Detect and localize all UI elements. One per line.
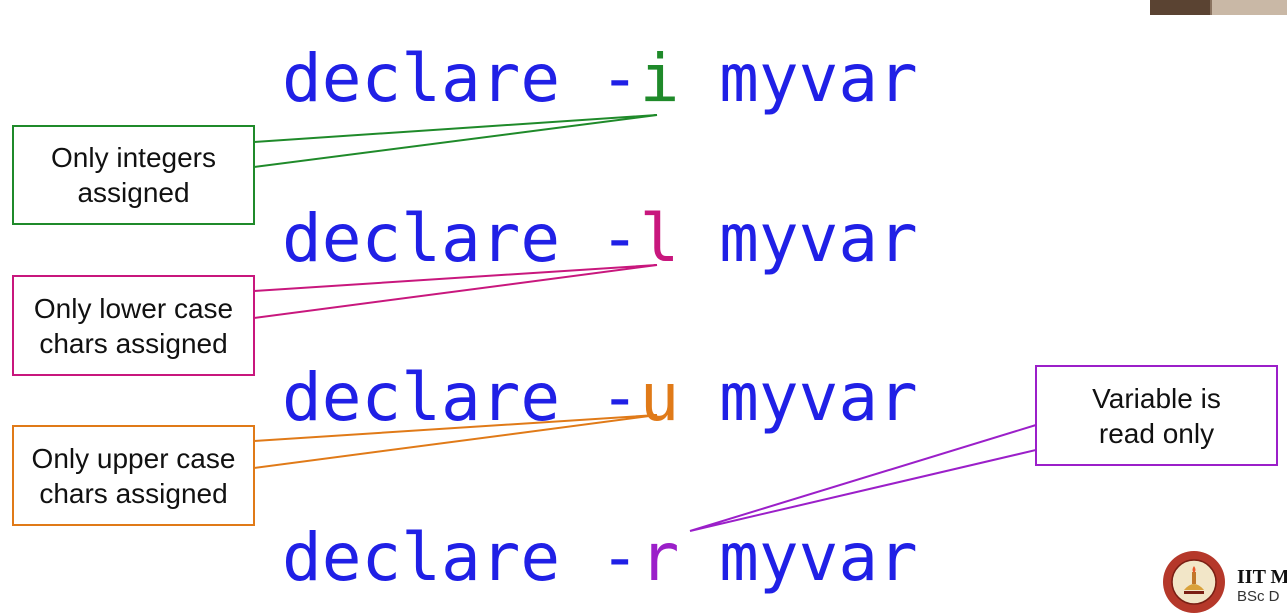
code-suffix: myvar bbox=[679, 200, 918, 277]
code-prefix: declare - bbox=[282, 519, 640, 596]
flag-i: i bbox=[639, 40, 680, 117]
webcam-pane bbox=[1212, 0, 1287, 15]
callout-text: assigned bbox=[77, 177, 190, 208]
connector-readonly bbox=[689, 423, 1037, 532]
callout-text: Variable is bbox=[1092, 382, 1221, 414]
code-suffix: myvar bbox=[679, 519, 918, 596]
callout-text: Only lower case bbox=[33, 292, 234, 324]
callout-text: chars assigned bbox=[39, 327, 228, 359]
code-line-declare-u: declare -u myvar bbox=[282, 365, 918, 431]
institute-seal-logo bbox=[1163, 551, 1225, 613]
code-line-declare-l: declare -l myvar bbox=[282, 206, 918, 272]
connector-integers bbox=[253, 114, 658, 169]
webcam-thumbnail bbox=[1150, 0, 1287, 15]
callout-read-only: Variable is read only bbox=[1035, 365, 1278, 466]
code-suffix: myvar bbox=[679, 40, 918, 117]
code-line-declare-r: declare -r myvar bbox=[282, 525, 918, 591]
webcam-pane bbox=[1150, 0, 1210, 15]
code-line-declare-i: declare -i myvar bbox=[282, 46, 918, 112]
code-prefix: declare - bbox=[282, 359, 640, 436]
code-prefix: declare - bbox=[282, 40, 640, 117]
callout-text: Only integers bbox=[51, 142, 216, 173]
callout-text: Only upper case bbox=[31, 442, 236, 474]
flag-r: r bbox=[639, 519, 680, 596]
callout-text: read only bbox=[1098, 417, 1215, 449]
code-suffix: myvar bbox=[679, 359, 918, 436]
callout-upper-case: Only upper case chars assigned bbox=[12, 425, 255, 526]
callout-integers: Only integers assigned bbox=[12, 125, 255, 225]
flag-u: u bbox=[639, 359, 680, 436]
callout-text: chars assigned bbox=[39, 477, 228, 509]
flag-l: l bbox=[639, 200, 680, 277]
institution-subtitle: BSc D bbox=[1237, 588, 1280, 605]
code-prefix: declare - bbox=[282, 200, 640, 277]
callout-lower-case: Only lower case chars assigned bbox=[12, 275, 255, 376]
institution-name: IIT M bbox=[1237, 566, 1287, 588]
